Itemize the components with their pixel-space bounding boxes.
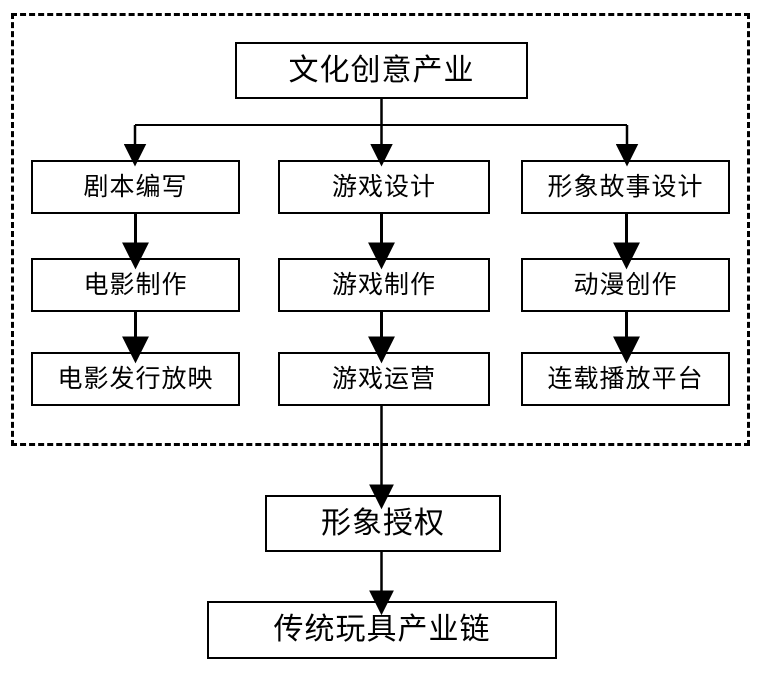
node-label: 动漫创作 [573,271,678,299]
node-label: 剧本编写 [83,173,188,201]
node-label: 连载播放平台 [547,365,704,393]
node-cultural-creative-industry[interactable]: 文化创意产业 [235,42,528,99]
node-label: 形象故事设计 [547,173,704,201]
node-film-production[interactable]: 电影制作 [31,258,240,312]
node-animation-creation[interactable]: 动漫创作 [521,258,730,312]
node-label: 文化创意产业 [288,53,475,87]
node-character-licensing[interactable]: 形象授权 [265,495,501,552]
node-serialized-broadcast-platform[interactable]: 连载播放平台 [521,352,730,406]
node-game-production[interactable]: 游戏制作 [278,258,490,312]
node-game-operation[interactable]: 游戏运营 [278,352,490,406]
node-label: 游戏运营 [331,365,436,393]
node-label: 传统玩具产业链 [273,613,491,646]
node-game-design[interactable]: 游戏设计 [278,160,490,214]
node-label: 形象授权 [321,506,445,540]
node-label: 电影制作 [83,271,188,299]
node-label: 电影发行放映 [57,365,214,393]
node-film-distribution-screening[interactable]: 电影发行放映 [31,352,240,406]
node-traditional-toy-industry-chain[interactable]: 传统玩具产业链 [207,601,557,659]
node-character-story-design[interactable]: 形象故事设计 [521,160,730,214]
node-label: 游戏制作 [331,271,436,299]
node-script-writing[interactable]: 剧本编写 [31,160,240,214]
node-label: 游戏设计 [331,173,436,201]
